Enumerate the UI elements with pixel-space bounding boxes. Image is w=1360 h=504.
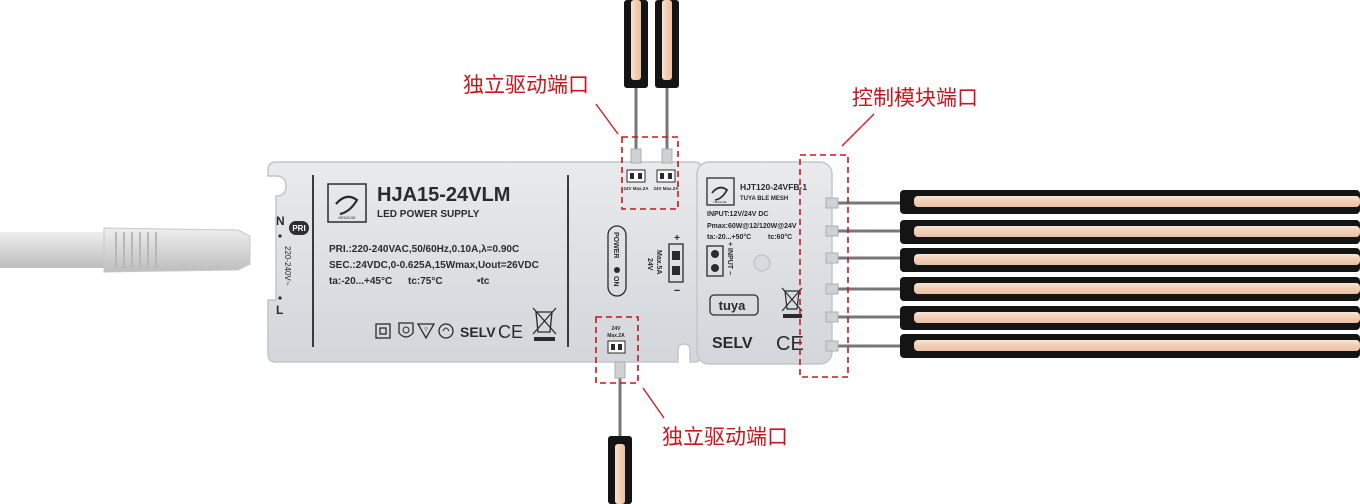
power-label: POWER (612, 232, 619, 258)
top-led-strip-right (655, 0, 679, 150)
driver-model: HJA15-24VLM (377, 184, 510, 206)
right-led-strips (836, 190, 1360, 358)
bottom-port-voltage: 24V (612, 326, 622, 332)
top-leader (595, 103, 619, 135)
top-port-right-rating: 24V Max.2A (653, 186, 679, 191)
module-ambient-temp: ta:-20...+50°C (707, 233, 751, 241)
leader-lines (595, 103, 875, 419)
bottom-port-highlight (595, 316, 639, 384)
power-led (614, 267, 620, 273)
tc-point-mark: •tc (477, 276, 490, 287)
module-logo: HENGJIE (706, 177, 735, 206)
bottom-leader (642, 387, 665, 419)
pri-tag-text: PRI (292, 224, 305, 233)
top-led-strip-left (624, 0, 648, 150)
led-strip-6 (836, 334, 1360, 358)
hengjie-logo: HENGJIE (327, 183, 367, 223)
led-strip-5 (836, 306, 1360, 330)
module-case-temp: tc:60°C (768, 233, 792, 241)
pri-tag: PRI (289, 221, 309, 235)
power-supply: N L 220-240V~ PRI HENGJIE HJA15-24VLM LE… (267, 148, 703, 379)
top-driver-port-left[interactable] (626, 148, 646, 183)
power-indicator: POWER ON (607, 225, 627, 297)
led-strip-2 (836, 220, 1360, 244)
logo-brand-text: HENGJIE (338, 215, 356, 220)
module-ce-mark: CE (776, 333, 804, 355)
tuya-logo-text: tuya (719, 298, 747, 313)
bottom-port-callout: 独立驱动端口 (662, 425, 788, 449)
module-subtitle: TUYA BLE MESH (740, 196, 788, 202)
led-strip-3 (836, 248, 1360, 272)
module-model: HJT120-24VFB-1 (740, 182, 807, 192)
live-dot (278, 296, 282, 300)
bottom-led-strip (608, 378, 632, 504)
top-driver-port-right[interactable] (656, 148, 676, 183)
module-input-spec: INPUT:12V/24V DC (707, 211, 768, 218)
control-leader (841, 113, 875, 147)
module-output-ports[interactable] (825, 197, 839, 352)
pairing-button[interactable] (753, 254, 771, 272)
output-max-current: Max.5A (655, 250, 662, 275)
module-pmax-spec: Pmax:60W@12/120W@24V (707, 223, 797, 230)
neutral-dot (278, 234, 282, 238)
driver-ce-mark: CE (498, 322, 523, 342)
led-strip-1 (836, 190, 1360, 214)
furniture-mount-icon: ▽ (416, 323, 436, 340)
driver-subtitle: LED POWER SUPPLY (377, 209, 480, 220)
module-input-port[interactable] (706, 245, 724, 277)
ambient-temp-spec: ta:-20...+45°C (329, 276, 392, 287)
led-strip-4 (836, 277, 1360, 301)
case-temp-spec: tc:75°C (408, 276, 443, 287)
control-port-callout: 控制模块端口 (852, 86, 978, 110)
top-port-highlight (621, 136, 679, 210)
module-logo-brand: HENGJIE (713, 200, 726, 204)
bottom-port-current: Max.2A (607, 333, 625, 339)
module-weee-bin-icon (781, 287, 803, 318)
primary-spec: PRI.:220-240VAC,50/60Hz,0.10A,λ=0.90C (329, 244, 519, 255)
control-port-highlight (799, 154, 849, 378)
neutral-label: N (276, 214, 285, 228)
class-ii-icon (375, 323, 391, 339)
module-input-label: + INPUT − (726, 242, 733, 275)
bottom-driver-port[interactable]: 24V Max.2A (607, 326, 626, 379)
tuya-control-module: HENGJIE HJT120-24VFB-1 TUYA BLE MESH INP… (696, 161, 839, 365)
on-label: ON (612, 276, 619, 287)
tuya-logo: tuya (709, 294, 759, 316)
thermal-protect-icon (438, 323, 454, 339)
weee-bin-icon (532, 307, 557, 341)
input-voltage-label: 220-240V~ (283, 246, 292, 286)
safety-transformer-icon (398, 322, 414, 338)
output-voltage: 24V (646, 258, 653, 271)
top-port-left-rating: 24V Max.2A (623, 186, 649, 191)
live-label: L (276, 303, 283, 317)
minus-sign: − (674, 285, 680, 297)
secondary-spec: SEC.:24VDC,0-0.625A,15Wmax,Uout=26VDC (329, 260, 539, 271)
top-port-callout: 独立驱动端口 (463, 73, 589, 97)
module-output-port[interactable] (668, 243, 684, 283)
module-selv-mark: SELV (712, 335, 753, 352)
ac-cable (0, 227, 251, 273)
svg-text:▽: ▽ (424, 327, 428, 333)
plus-sign: + (674, 233, 680, 244)
callout-markings (595, 136, 849, 384)
driver-selv-mark: SELV (460, 324, 496, 340)
